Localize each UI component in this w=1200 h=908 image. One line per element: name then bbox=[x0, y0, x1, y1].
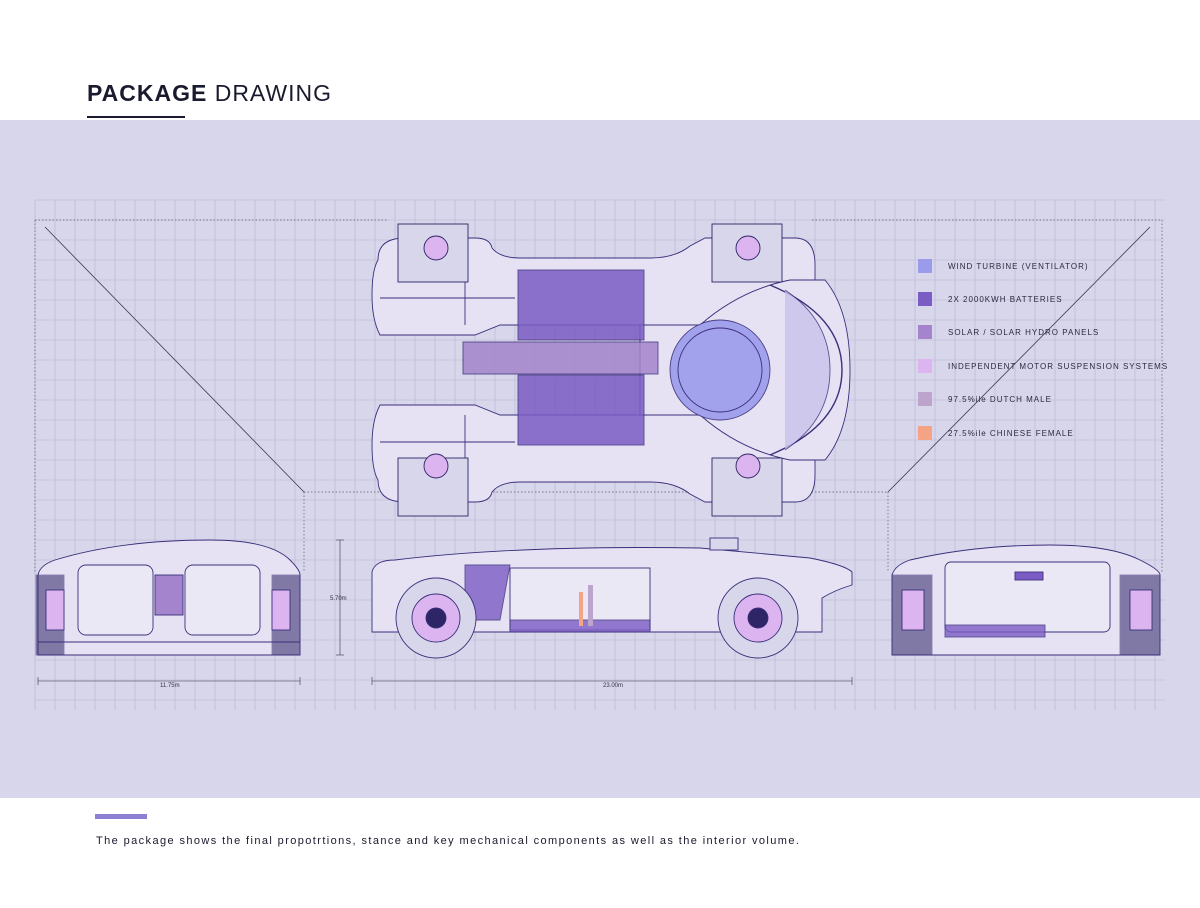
legend-item-wind-turbine: WIND TURBINE (VENTILATOR) bbox=[918, 258, 1089, 274]
legend-swatch bbox=[918, 325, 932, 339]
legend-item-solar-panels: SOLAR / SOLAR HYDRO PANELS bbox=[918, 324, 1099, 340]
page-title: PACKAGE DRAWING bbox=[87, 80, 332, 107]
legend-swatch bbox=[918, 292, 932, 306]
package-drawing bbox=[34, 199, 1165, 710]
legend-item-dutch-male: 97.5%ile DUTCH MALE bbox=[918, 391, 1052, 407]
side-view bbox=[371, 537, 853, 659]
title-bold: PACKAGE bbox=[87, 80, 208, 106]
top-view bbox=[371, 223, 851, 517]
legend-swatch bbox=[918, 392, 932, 406]
diagonal-projection-lines bbox=[44, 226, 1151, 493]
top-wheels bbox=[397, 223, 783, 517]
legend-label: 2X 2000KWH BATTERIES bbox=[948, 294, 1063, 304]
rear-view bbox=[891, 544, 1161, 656]
legend-label: WIND TURBINE (VENTILATOR) bbox=[948, 261, 1089, 271]
front-width-dimension: 11.75m bbox=[160, 683, 180, 689]
dimension-lines bbox=[37, 539, 853, 685]
legend-swatch bbox=[918, 359, 932, 373]
legend-item-chinese-female: 27.5%ile CHINESE FEMALE bbox=[918, 425, 1074, 441]
front-view bbox=[35, 539, 301, 656]
legend-label: INDEPENDENT MOTOR SUSPENSION SYSTEMS bbox=[948, 361, 1169, 371]
drawing-panel: WIND TURBINE (VENTILATOR) 2X 2000KWH BAT… bbox=[0, 120, 1200, 798]
height-dimension: 5.70m bbox=[330, 596, 347, 602]
title-underline bbox=[87, 116, 185, 118]
legend-item-suspension: INDEPENDENT MOTOR SUSPENSION SYSTEMS bbox=[918, 358, 1168, 374]
legend-label: 97.5%ile DUTCH MALE bbox=[948, 394, 1052, 404]
length-dimension: 23.00m bbox=[603, 683, 624, 689]
legend-swatch bbox=[918, 426, 932, 440]
legend-swatch bbox=[918, 259, 932, 273]
legend-label: SOLAR / SOLAR HYDRO PANELS bbox=[948, 327, 1100, 337]
title-light: DRAWING bbox=[214, 80, 333, 106]
legend-label: 27.5%ile CHINESE FEMALE bbox=[948, 428, 1074, 438]
caption: The package shows the final propotrtions… bbox=[96, 835, 801, 847]
legend-item-batteries: 2X 2000KWH BATTERIES bbox=[918, 291, 1063, 307]
accent-bar bbox=[95, 814, 147, 819]
